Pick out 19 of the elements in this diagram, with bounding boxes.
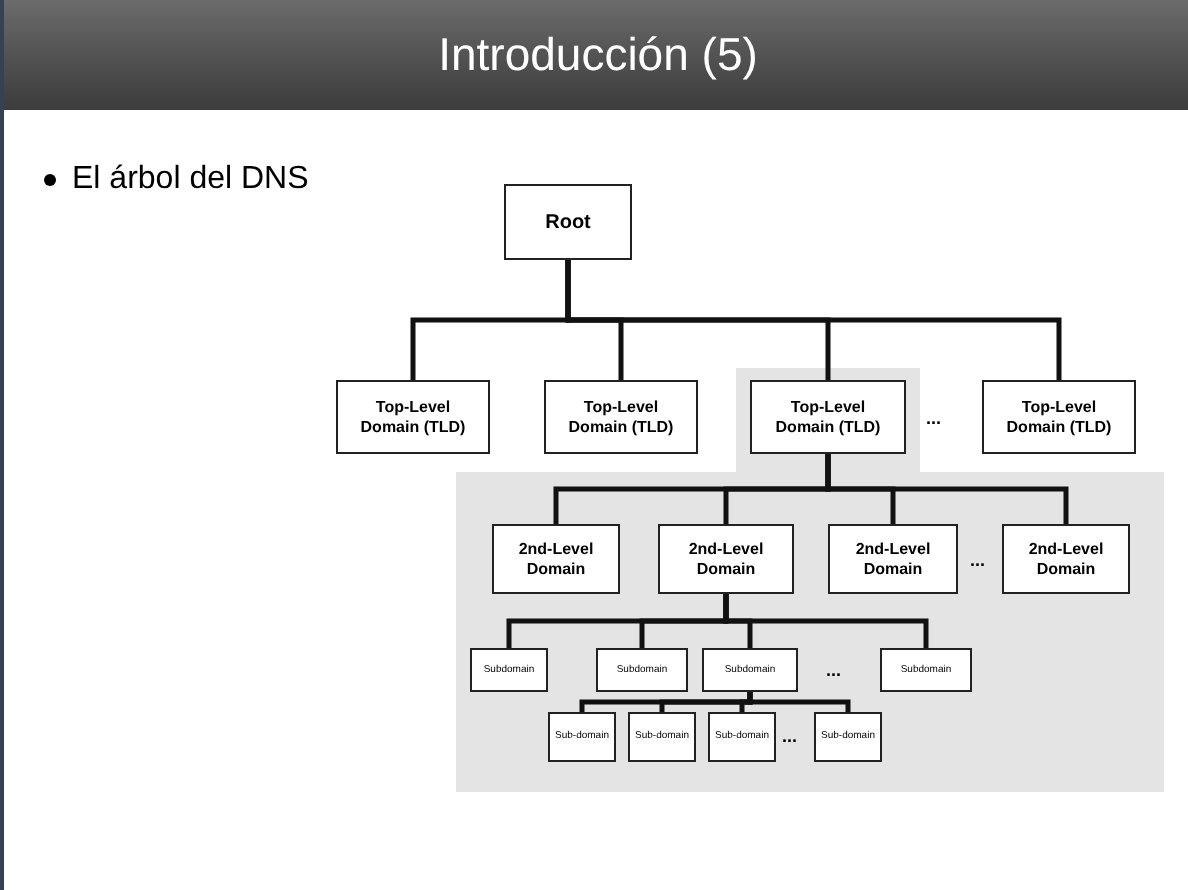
domain-box: 2nd-Level Domain	[492, 524, 620, 594]
domain-box: 2nd-Level Domain	[1002, 524, 1130, 594]
connector-line	[825, 454, 1069, 524]
slide-title: Introducción (5)	[438, 26, 758, 85]
connector-line	[747, 692, 851, 712]
bullet-text: El árbol del DNS	[72, 160, 309, 200]
domain-box: Root	[504, 184, 632, 260]
domain-box: Top-Level Domain (TLD)	[982, 380, 1136, 454]
domain-box: Top-Level Domain (TLD)	[750, 380, 906, 454]
ellipsis: ...	[926, 406, 942, 432]
ellipsis: ...	[970, 548, 986, 574]
connector-line	[723, 594, 929, 648]
domain-box: Top-Level Domain (TLD)	[544, 380, 698, 454]
ellipsis: ...	[826, 658, 842, 684]
domain-box: 2nd-Level Domain	[828, 524, 958, 594]
domain-box: Top-Level Domain (TLD)	[336, 380, 490, 454]
domain-box: 2nd-Level Domain	[658, 524, 794, 594]
ellipsis: ...	[782, 724, 798, 750]
connector-line	[565, 260, 1062, 380]
